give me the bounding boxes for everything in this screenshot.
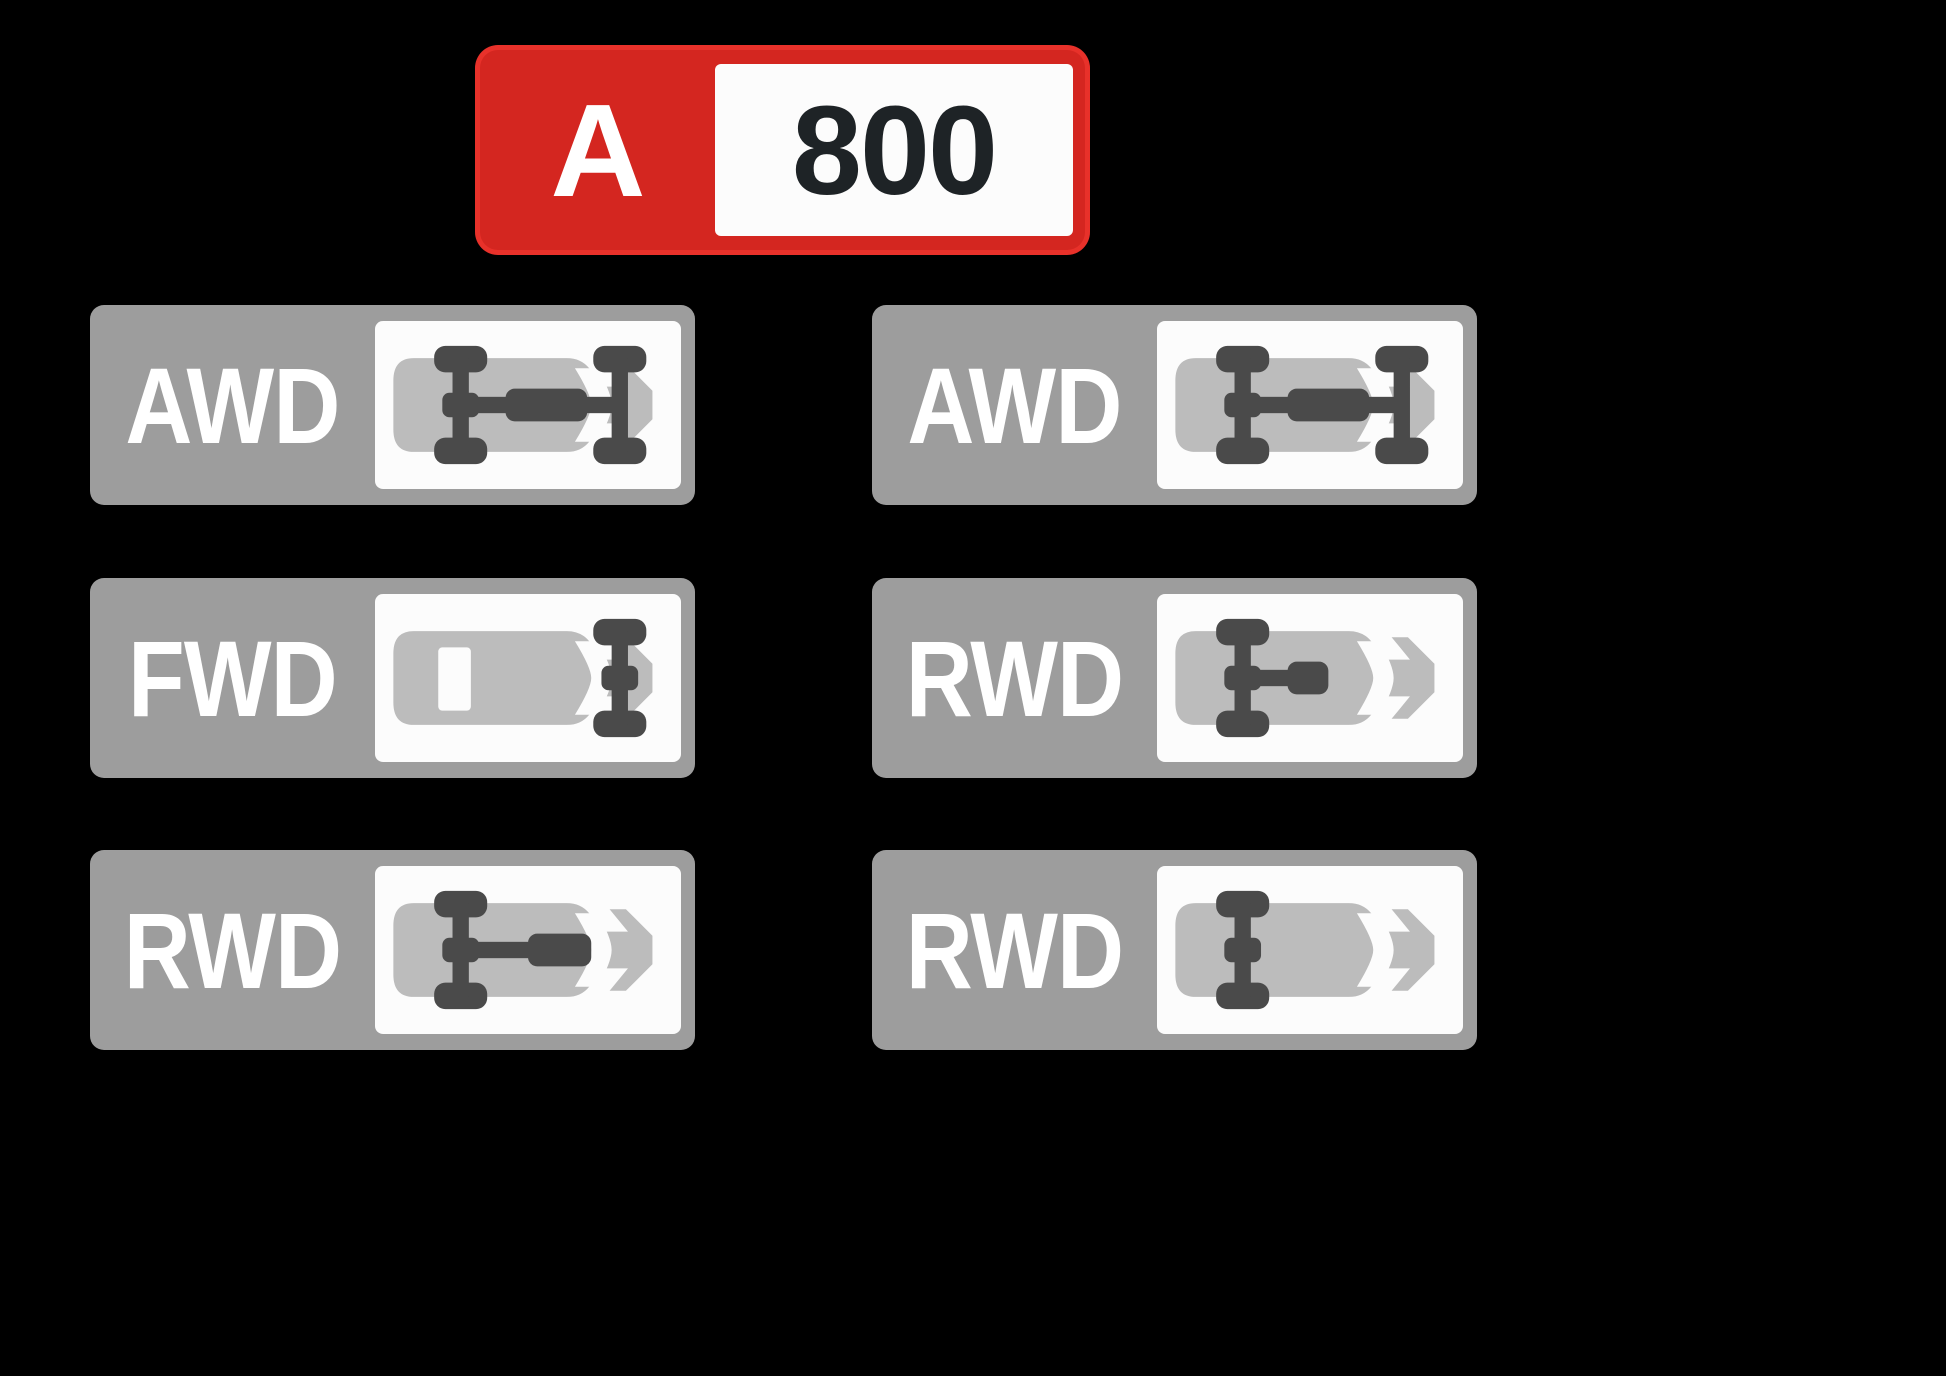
all-wheel-drive-icon [1157, 321, 1463, 489]
drivetrain-label: AWD [907, 344, 1122, 466]
drivetrain-badge-rwd-left[interactable]: RWD [90, 850, 695, 1050]
drivetrain-label: FWD [128, 617, 338, 739]
drivetrain-badge-rwd-right[interactable]: RWD [872, 578, 1477, 778]
rear-wheel-drive-icon [375, 866, 681, 1034]
all-wheel-drive-icon [375, 321, 681, 489]
front-wheel-drive-icon [375, 594, 681, 762]
rear-wheel-drive-icon [1157, 594, 1463, 762]
drivetrain-label: RWD [905, 889, 1124, 1011]
class-number: 800 [791, 79, 998, 221]
drivetrain-label: AWD [125, 344, 340, 466]
drivetrain-badge-rwd-right-2[interactable]: RWD [872, 850, 1477, 1050]
class-number-panel: 800 [715, 64, 1073, 236]
drivetrain-label: RWD [123, 889, 342, 1011]
class-letter: A [550, 76, 645, 224]
drivetrain-badge-awd-right[interactable]: AWD [872, 305, 1477, 505]
drivetrain-badge-awd-left[interactable]: AWD [90, 305, 695, 505]
drivetrain-badge-fwd-left[interactable]: FWD [90, 578, 695, 778]
rear-wheel-drive-icon [1157, 866, 1463, 1034]
performance-class-badge[interactable]: A 800 [480, 50, 1085, 250]
drivetrain-label: RWD [905, 617, 1124, 739]
